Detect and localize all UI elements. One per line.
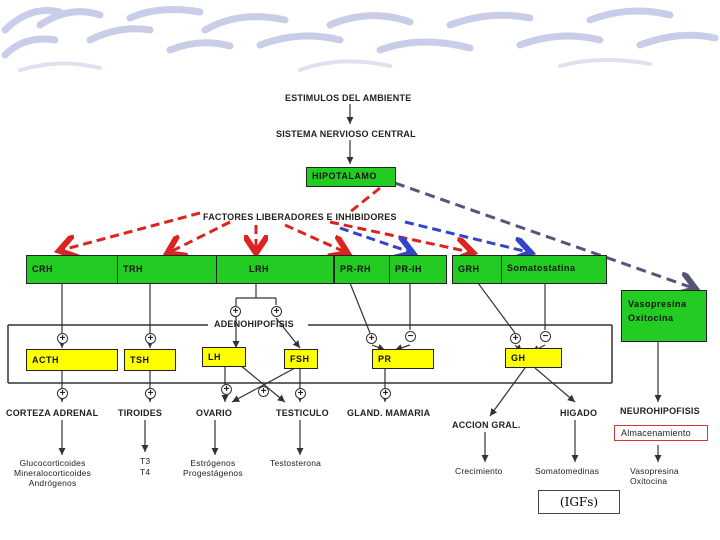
pituitary-to-target-lines [58,342,662,417]
snc-label: SISTEMA NERVIOSO CENTRAL [276,129,416,139]
plus-sign: + [57,388,68,399]
plus-sign: + [380,388,391,399]
trh-box: TRH [117,255,217,284]
releasing-to-pituitary-lines [58,282,546,353]
testosterona-label: Testosterona [270,458,322,468]
lh-box: LH [202,347,246,367]
vasopresina-label: Vasopresina [628,299,687,309]
pr-box: PR [372,349,434,369]
gland-mamaria-label: GLAND. MAMARIA [347,408,431,418]
ovario-label: OVARIO [196,408,233,418]
plus-sign: + [145,388,156,399]
vasopresina-oxitocina-box: Vasopresina Oxitocina [621,290,707,342]
fsh-box: FSH [284,349,318,369]
tsh-box: TSH [124,349,176,371]
blue-dashed-arrows [339,220,528,252]
plus-sign: + [271,306,282,317]
crh-box: CRH [26,255,118,284]
minus-sign: − [540,331,551,342]
accion-gral-label: ACCION GRAL. [452,420,521,430]
plus-sign: + [57,333,68,344]
t3-t4-label: T3 T4 [140,456,151,477]
grh-box: GRH [452,255,502,284]
gh-box: GH [505,348,562,368]
acth-box: ACTH [26,349,118,371]
prih-box: PR-IH [389,255,447,284]
factores-label: FACTORES LIBERADORES E INHIBIDORES [203,212,397,222]
minus-sign: − [405,331,416,342]
igfs-label: (IGFs) [538,490,620,514]
plus-sign: + [230,306,241,317]
corteza-adrenal-label: CORTEZA ADRENAL [6,408,99,418]
lrh-box: LRH [216,255,334,284]
adenohipofisis-band [7,324,613,384]
header-band [0,0,720,88]
somatomedinas-label: Somatomedinas [535,466,600,476]
plus-sign: + [221,384,232,395]
plus-sign: + [366,333,377,344]
prrh-box: PR-RH [334,255,390,284]
plus-sign: + [258,386,269,397]
higado-label: HIGADO [560,408,598,418]
tiroides-label: TIROIDES [118,408,163,418]
plus-sign: + [295,388,306,399]
oxitocina-label: Oxitocina [628,313,674,323]
plus-sign: + [145,333,156,344]
adenohipofisis-label: ADENOHIPOFISIS [214,319,294,329]
gray-dashed-arrow [394,181,693,288]
almacenamiento-label: Almacenamiento [614,425,708,441]
testiculo-label: TESTICULO [276,408,329,418]
vasopresina-oxitocina-products: Vasopresina Oxitocina [630,466,679,486]
neurohipofisis-label: NEUROHIPOFISIS [620,406,700,416]
crecimiento-label: Crecimiento [455,466,503,476]
plus-sign: + [510,333,521,344]
glucocorticoides-label: Glucocorticoides Mineralocorticoides And… [14,458,92,488]
hipotalamo-box: HIPOTALAMO [306,167,396,187]
estrogenos-label: Estrógenos Progestágenos [183,458,243,478]
target-to-product-lines [58,420,662,462]
somatostatina-box: Somatostatina [501,255,607,284]
estimulos-label: ESTIMULOS DEL AMBIENTE [285,93,412,103]
